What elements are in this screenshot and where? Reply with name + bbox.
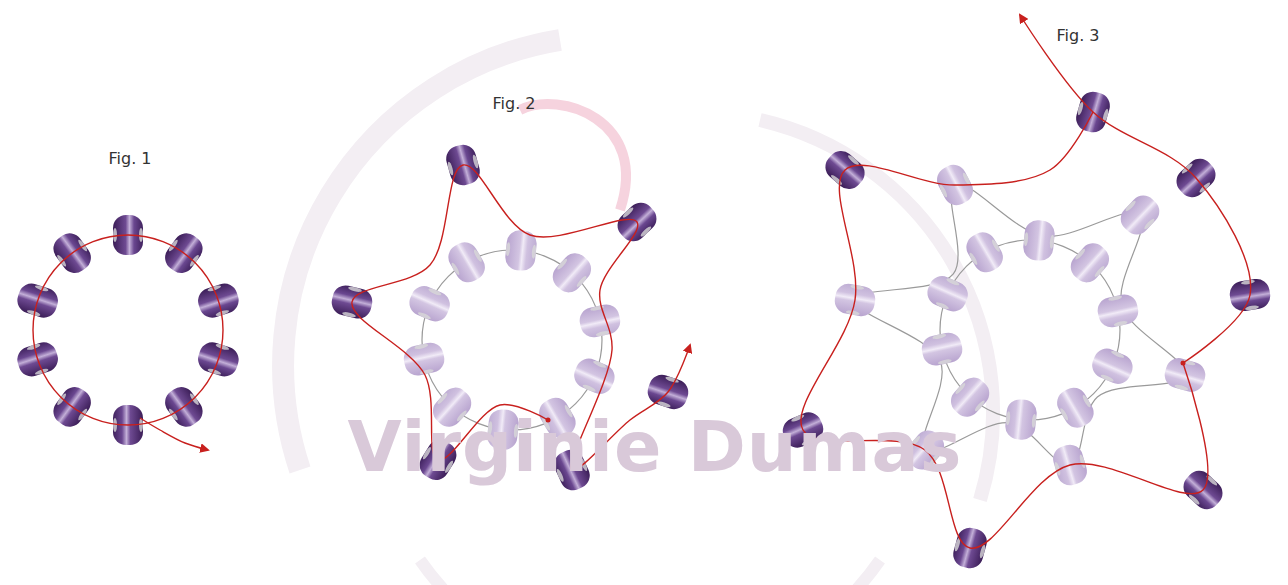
figure-label: Fig. 3 xyxy=(1057,26,1100,45)
previous-bead xyxy=(1052,383,1098,433)
thread-exit xyxy=(140,418,208,450)
red-thread xyxy=(33,15,1251,548)
previous-bead xyxy=(962,227,1008,277)
previous-bead xyxy=(1065,238,1114,288)
watermark-swoosh xyxy=(283,40,993,585)
previous-bead xyxy=(1115,190,1164,240)
figure-label: Fig. 2 xyxy=(493,94,536,113)
figure-label: Fig. 1 xyxy=(109,149,152,168)
previous-bead xyxy=(444,237,490,287)
previous-bead xyxy=(405,282,454,326)
start-dot xyxy=(1181,361,1186,366)
watermark: Virginie Dumas xyxy=(347,406,962,488)
previous-bead xyxy=(1022,219,1056,262)
thread-ring xyxy=(33,235,223,425)
thread-path xyxy=(1020,15,1251,363)
bead-group xyxy=(14,89,1272,572)
previous-bead xyxy=(919,330,964,368)
previous-bead xyxy=(1088,344,1137,388)
previous-bead xyxy=(923,272,972,316)
previous-bead xyxy=(577,302,622,340)
previous-bead xyxy=(1004,398,1038,441)
previous-bead xyxy=(1095,292,1140,330)
previous-bead xyxy=(547,248,596,298)
previous-bead xyxy=(570,354,619,398)
